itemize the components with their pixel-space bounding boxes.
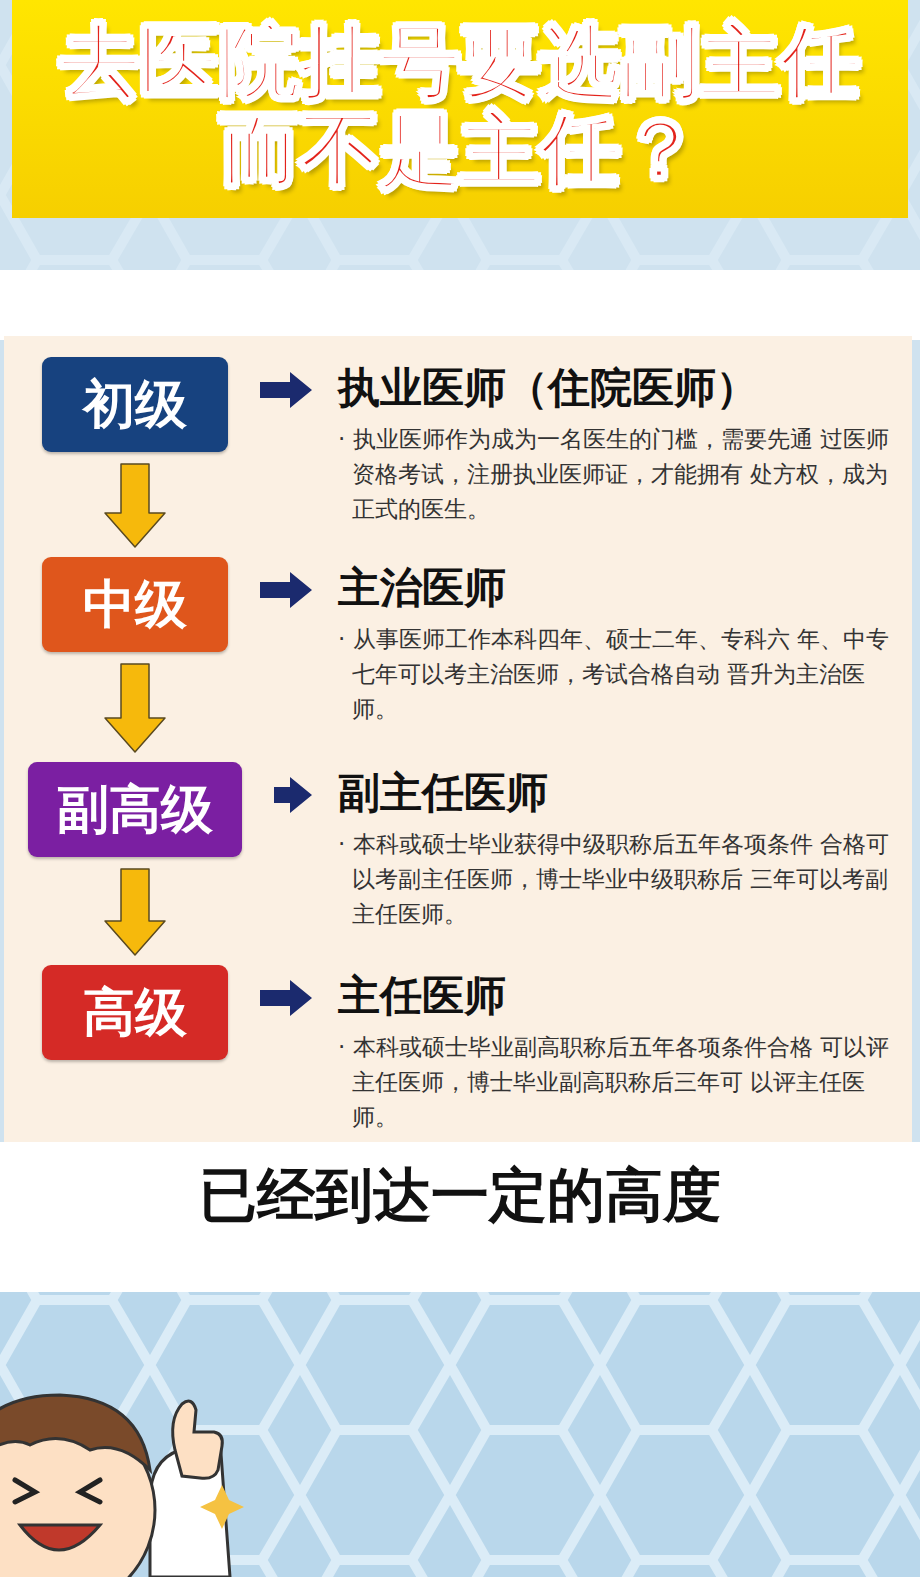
- title-block: 主任医师 · 本科或硕士毕业副高职称后五年各项条件合格 可以评主任医师，博士毕业副…: [338, 970, 898, 1135]
- flow-arrow: [260, 980, 312, 1016]
- level-box: 中级: [42, 557, 228, 652]
- title-heading: 执业医师（住院医师）: [338, 362, 898, 414]
- title-block: 主治医师 · 从事医师工作本科四年、硕士二年、专科六 年、中专七年可以考主治医师，…: [338, 562, 898, 727]
- title-block: 副主任医师 · 本科或硕士毕业获得中级职称后五年各项条件 合格可以考副主任医师，博…: [338, 767, 898, 932]
- flow-arrow: [260, 372, 312, 408]
- description-text: · 执业医师作为成为一名医生的门槛，需要先通 过医师资格考试，注册执业医师证，才…: [338, 422, 898, 527]
- level-box: 初级: [42, 357, 228, 452]
- title-text: 去医院挂号要选副主任 而不是主任？: [20, 18, 900, 194]
- level-label: 副高级: [57, 775, 213, 845]
- level-box: 副高级: [28, 762, 242, 857]
- description-text: · 从事医师工作本科四年、硕士二年、专科六 年、中专七年可以考主治医师，考试合格…: [338, 622, 898, 727]
- description-text: · 本科或硕士毕业获得中级职称后五年各项条件 合格可以考副主任医师，博士毕业中级…: [338, 827, 898, 932]
- level-label: 初级: [83, 370, 187, 440]
- chart-panel: [4, 336, 912, 1142]
- description-text: · 本科或硕士毕业副高职称后五年各项条件合格 可以评主任医师，博士毕业副高职称后…: [338, 1030, 898, 1135]
- level-label: 中级: [83, 570, 187, 640]
- doctor-cartoon: [0, 1395, 244, 1577]
- title-block: 执业医师（住院医师） · 执业医师作为成为一名医生的门槛，需要先通 过医师资格考试…: [338, 362, 898, 527]
- flow-arrow: [260, 572, 312, 608]
- flow-arrow: [105, 664, 165, 752]
- level-label: 高级: [83, 978, 187, 1048]
- title-heading: 副主任医师: [338, 767, 898, 819]
- subtitle-caption: 已经到达一定的高度: [20, 1160, 900, 1230]
- title-heading: 主任医师: [338, 970, 898, 1022]
- flow-arrow: [274, 777, 312, 813]
- title-heading: 主治医师: [338, 562, 898, 614]
- flow-arrow: [105, 869, 165, 955]
- flow-arrow: [105, 464, 165, 547]
- title-banner: [12, 0, 908, 218]
- level-box: 高级: [42, 965, 228, 1060]
